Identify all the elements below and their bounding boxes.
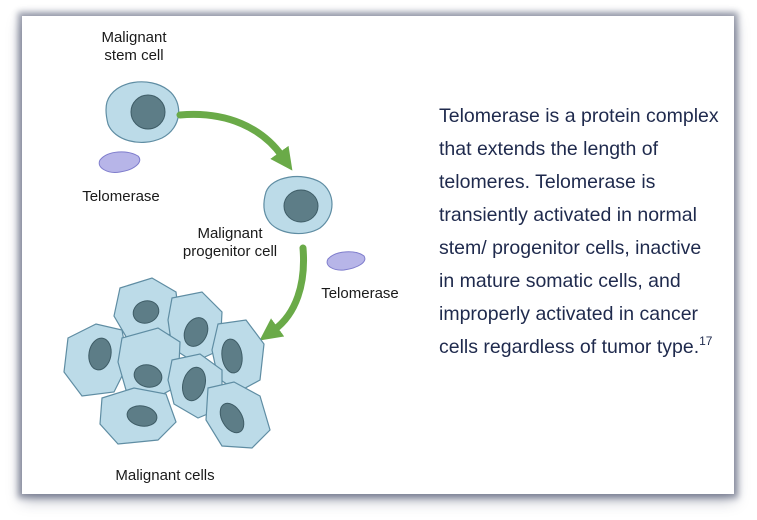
telomerase-blob-1	[98, 151, 141, 173]
label-malignant-stem-cell: Malignant stem cell	[101, 29, 167, 64]
cell-diagram	[63, 81, 366, 449]
arrow-stem-to-progenitor	[176, 110, 293, 171]
label-telomerase-1: Telomerase	[82, 188, 160, 205]
label-malignant-cells: Malignant cells	[115, 467, 215, 484]
label-telomerase-2: Telomerase	[321, 285, 399, 302]
progenitor-cell	[263, 175, 333, 235]
figure-card: Malignant stem cell Telomerase Malignant…	[22, 16, 734, 494]
stem-cell	[105, 81, 180, 143]
telomerase-description: Telomerase is a protein complex that ext…	[439, 100, 719, 364]
malignant-cell-cluster	[63, 277, 271, 449]
description-text: Telomerase is a protein complex that ext…	[439, 105, 719, 358]
telomerase-blob-2	[326, 251, 366, 271]
citation-superscript: 17	[699, 334, 713, 348]
arrow-progenitor-to-cells	[259, 244, 308, 341]
label-malignant-progenitor-cell: Malignant progenitor cell	[182, 225, 278, 260]
